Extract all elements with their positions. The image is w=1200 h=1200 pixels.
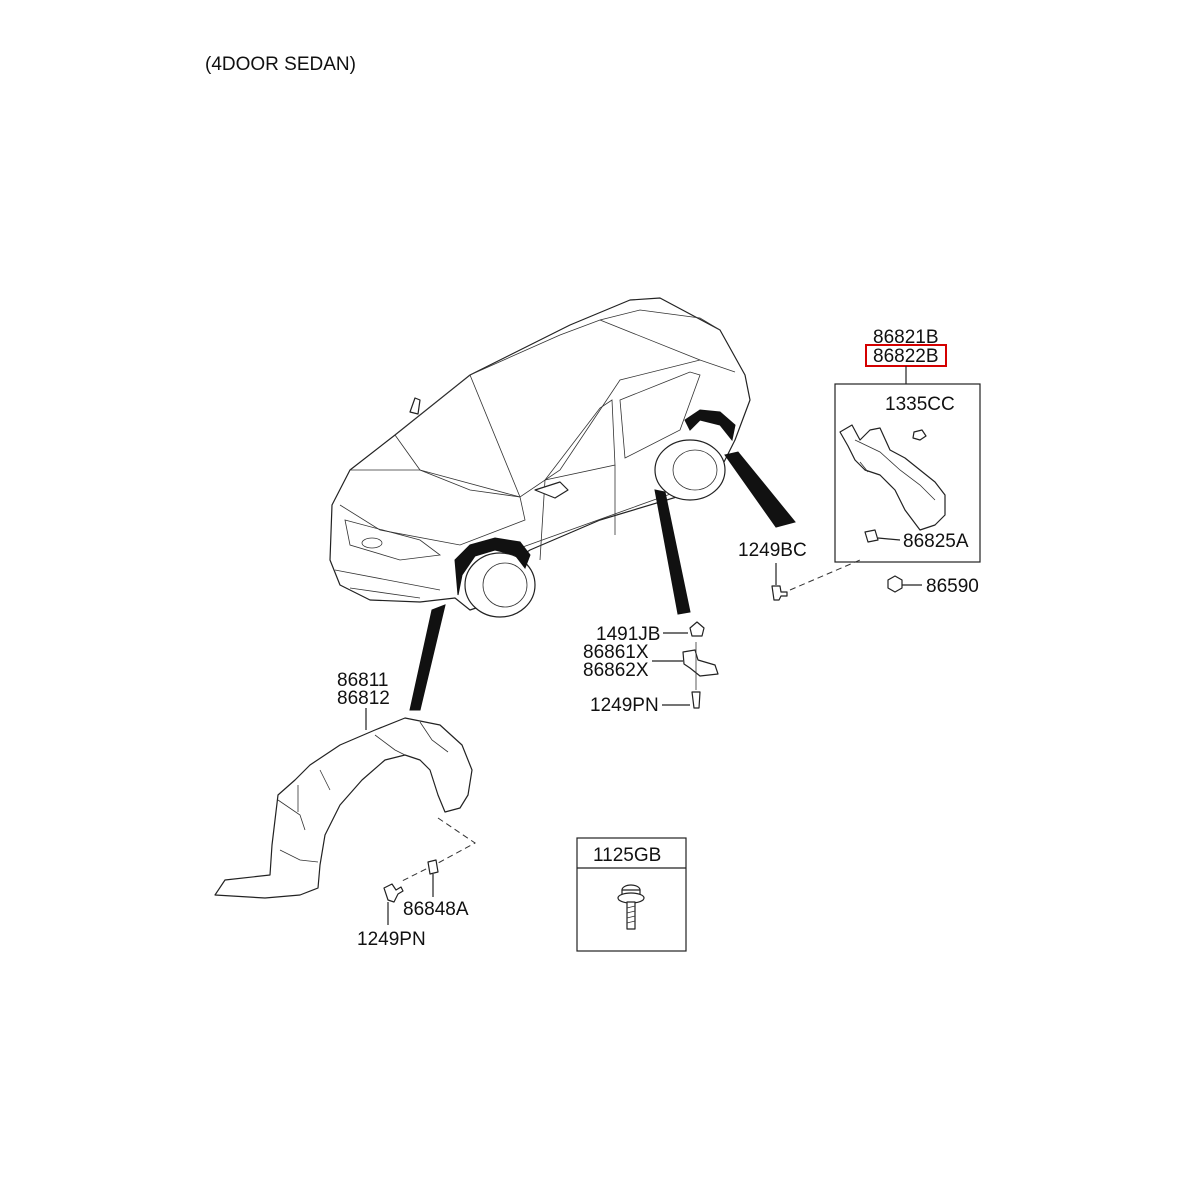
clip-1335cc-icon <box>912 429 927 441</box>
part-label-1491jb[interactable]: 1491JB <box>596 624 660 645</box>
variant-title: (4DOOR SEDAN) <box>205 54 356 75</box>
part-number-86821b[interactable]: 86821B <box>873 327 939 348</box>
part-number-86812[interactable]: 86812 <box>337 688 390 709</box>
bolt-1125gb-icon <box>617 884 645 930</box>
part-number-86822b[interactable]: 86822B <box>873 346 939 367</box>
part-label-86848a[interactable]: 86848A <box>403 899 469 920</box>
legend-box: 1125GB <box>576 837 687 952</box>
front-liner-assembly: 86811 86812 86848A 1249PN <box>214 670 476 950</box>
part-label-1249pn-front[interactable]: 1249PN <box>357 929 426 950</box>
part-number-86811[interactable]: 86811 <box>337 670 388 691</box>
part-label-86862x[interactable]: 86862X <box>583 660 649 681</box>
nut-86848a-icon <box>427 859 439 875</box>
part-label-86590[interactable]: 86590 <box>926 576 979 597</box>
clip-86825a-icon <box>864 529 879 543</box>
nut-86590-icon <box>887 575 903 593</box>
rear-liner-assembly: 86821B 86822B 1335CC 86825A 86590 1249BC <box>738 327 981 601</box>
screw-1249pn-front-icon <box>383 883 404 903</box>
screw-1249bc-icon <box>771 585 788 601</box>
screw-1249pn-side-icon <box>691 691 701 709</box>
rear-assembly-frame <box>834 383 981 563</box>
part-label-1125gb[interactable]: 1125GB <box>593 845 661 866</box>
front-wheel-liner-icon <box>214 717 473 899</box>
clip-1491jb-icon <box>689 621 705 637</box>
bracket-86861x-icon <box>682 649 719 677</box>
part-label-1335cc[interactable]: 1335CC <box>885 394 955 415</box>
side-bracket-group: 1491JB 86861X 86862X 1249PN <box>583 621 719 716</box>
part-label-1249pn-side[interactable]: 1249PN <box>590 695 659 716</box>
legend-frame <box>576 837 687 952</box>
car-illustration <box>329 297 796 711</box>
part-label-86825a[interactable]: 86825A <box>903 531 969 552</box>
part-label-1249bc[interactable]: 1249BC <box>738 540 807 561</box>
part-label-86861x[interactable]: 86861X <box>583 642 649 663</box>
